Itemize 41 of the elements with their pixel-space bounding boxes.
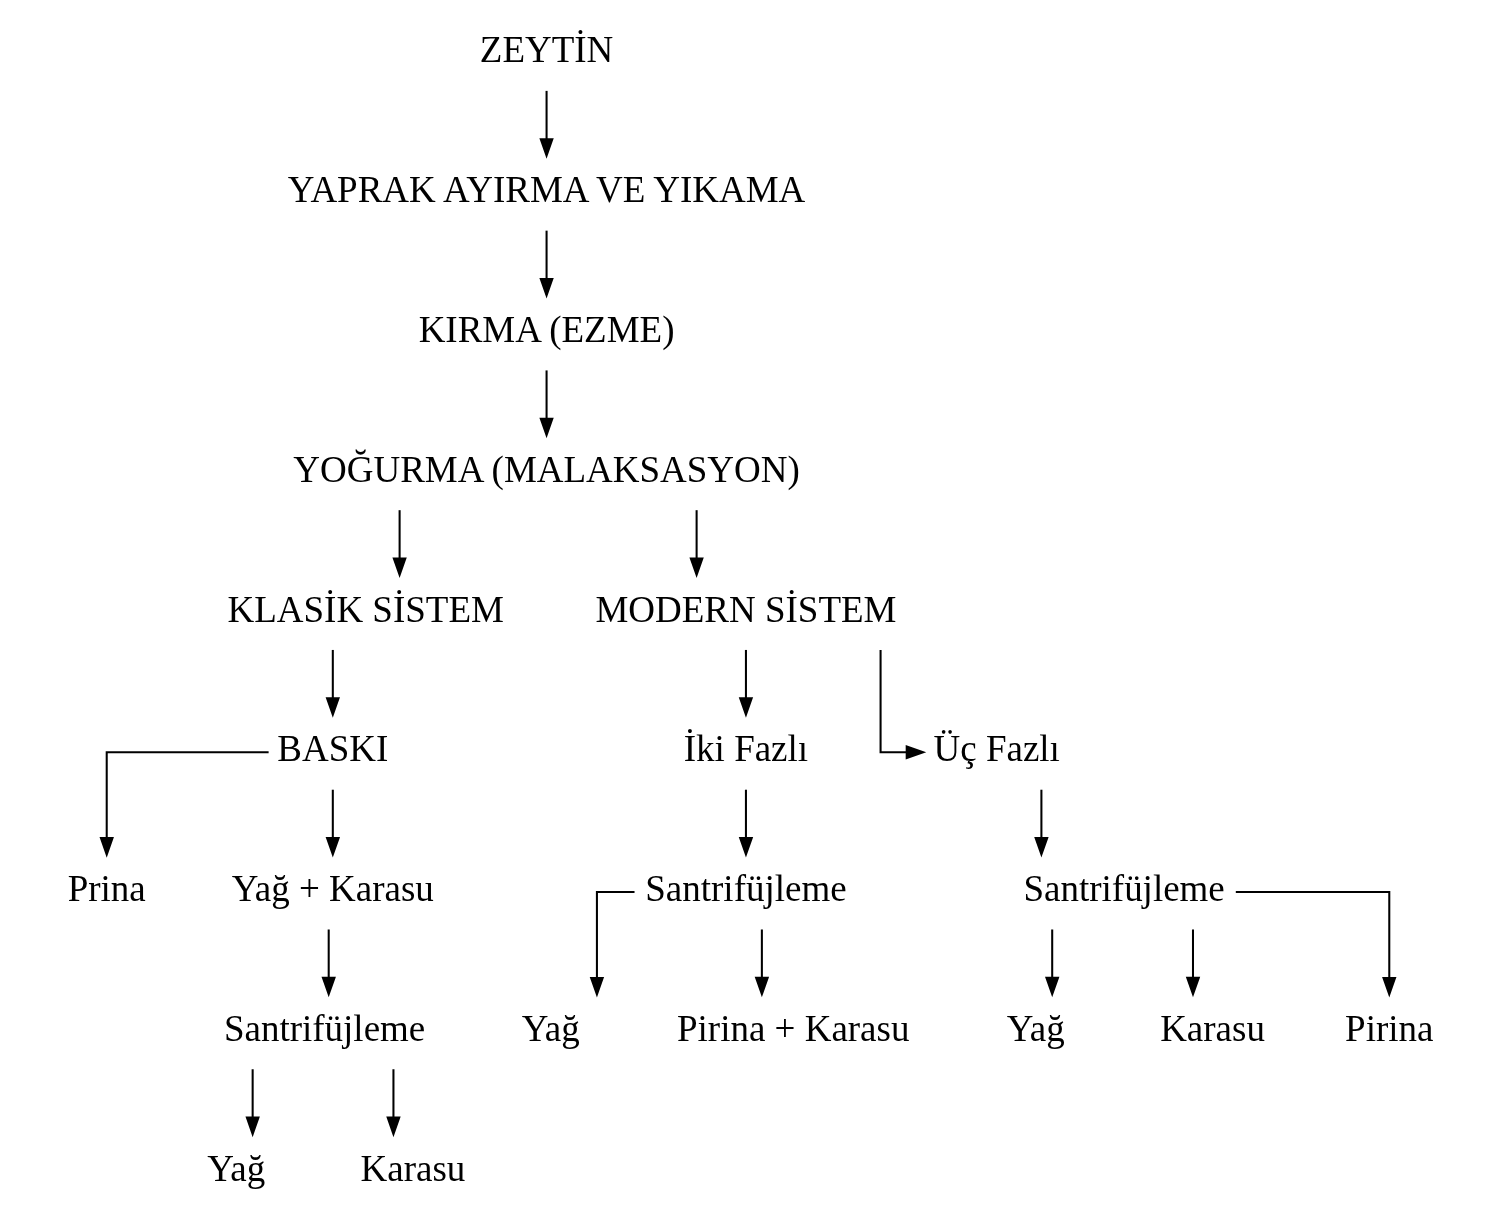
arrow (589, 891, 635, 998)
node-text: Yağ (207, 1147, 266, 1189)
arrow (245, 1069, 260, 1138)
node-text: KIRMA (EZME) (418, 309, 675, 351)
node-text: Üç Fazlı (933, 728, 1060, 770)
arrow (1185, 929, 1201, 998)
node-text: Prina (67, 868, 146, 910)
node-text: Pirina (1345, 1007, 1434, 1049)
arrow (392, 510, 407, 579)
node-text: Santrifüjleme (223, 1007, 426, 1049)
node-text: BASKI (277, 728, 389, 770)
node-text: MODERN SİSTEM (595, 588, 897, 630)
arrow (689, 510, 704, 579)
arrow (1034, 789, 1049, 858)
node-text: KLASİK SİSTEM (227, 588, 504, 630)
arrow (325, 789, 341, 858)
node-text: ZEYTİN (479, 29, 614, 71)
node-text: Karasu (1160, 1007, 1265, 1049)
node-text: Yağ (521, 1007, 580, 1049)
arrow (539, 370, 554, 439)
node-text: Santrifüjleme (645, 868, 847, 910)
arrow (539, 90, 554, 159)
arrow (386, 1069, 401, 1138)
arrow (1045, 929, 1060, 998)
arrow (754, 929, 770, 998)
arrow (539, 230, 554, 299)
arrow (738, 649, 754, 718)
node-text: Pirina + Karasu (677, 1007, 910, 1049)
arrow (879, 649, 927, 760)
arrow (99, 751, 269, 858)
node-text: Yağ (1006, 1007, 1065, 1049)
node-text: Santrifüjleme (1023, 868, 1225, 910)
node-text: YOĞURMA (MALAKSASYON) (293, 448, 800, 490)
node-text: Yağ + Karasu (231, 868, 434, 910)
node-text: İki Fazlı (683, 728, 809, 770)
node-text: Karasu (360, 1147, 466, 1189)
arrow (325, 649, 341, 718)
node-text: YAPRAK AYIRMA VE YIKAMA (287, 169, 806, 211)
arrow (321, 929, 336, 998)
arrow (738, 789, 754, 858)
arrow (1235, 891, 1397, 998)
